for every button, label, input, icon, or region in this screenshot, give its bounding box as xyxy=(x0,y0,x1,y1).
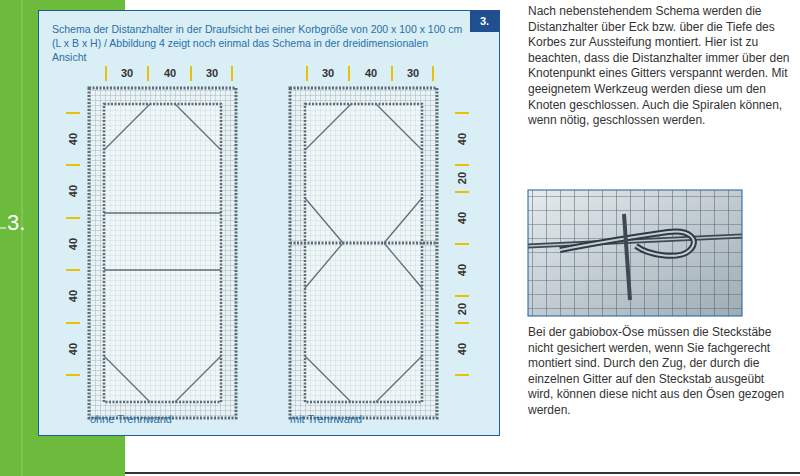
dimension: 30 xyxy=(404,66,422,80)
figure-number: 3. xyxy=(470,10,500,27)
detail-photo xyxy=(528,190,742,316)
dimension: 40 xyxy=(455,130,469,148)
dimension: 40 xyxy=(66,130,80,148)
dimension: 30 xyxy=(203,66,221,80)
panel-ground xyxy=(38,10,500,436)
dimension: 40 xyxy=(66,235,80,253)
dimension: 40 xyxy=(66,287,80,305)
dimension: 40 xyxy=(455,209,469,227)
bottom-rule xyxy=(125,472,800,474)
basket-caption: mit Trennwand xyxy=(290,413,362,425)
band-line xyxy=(22,0,23,476)
figure-badge: 3. xyxy=(470,10,500,32)
dimension: 20 xyxy=(455,169,469,187)
dimension: 40 xyxy=(66,182,80,200)
dimension: 40 xyxy=(362,66,380,80)
dimension: 20 xyxy=(455,300,469,318)
dimension: 40 xyxy=(455,261,469,279)
band-tick xyxy=(0,228,6,229)
dimension: 40 xyxy=(66,340,80,358)
dimension: 30 xyxy=(319,66,337,80)
dimension: 40 xyxy=(161,66,179,80)
body-text: Nach nebenstehendem Schema werden die Di… xyxy=(528,4,790,129)
basket-without-divider xyxy=(89,88,236,418)
dimension: 40 xyxy=(455,340,469,358)
figure-panel: Schema der Distanzhalter in der Draufsic… xyxy=(38,10,500,436)
basket-caption: ohne Trennwand xyxy=(90,413,172,425)
basket-with-divider xyxy=(290,88,437,418)
figure-title: Schema der Distanzhalter in der Draufsic… xyxy=(52,22,464,64)
section-number: 3. xyxy=(7,210,25,236)
body-text: Bei der gabiobox-Öse müssen die Steckstä… xyxy=(528,325,790,419)
dimension: 30 xyxy=(118,66,136,80)
